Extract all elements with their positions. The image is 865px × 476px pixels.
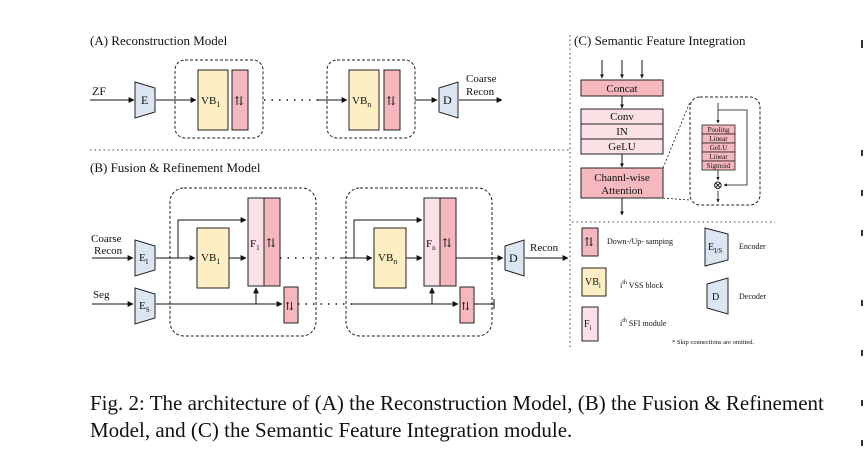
- sfi-detail-sigmoid-label: Sigmoid: [707, 162, 731, 170]
- sfi-zoom-line-bottom: [662, 197, 691, 201]
- stage-bn-dashed-box: [345, 187, 493, 337]
- legend-vb-label: VBi: [585, 277, 601, 290]
- fn-block-label: Fn: [426, 238, 436, 252]
- sfi-detail-skip: [717, 103, 748, 187]
- vb1-block-b-label: VB1: [201, 252, 220, 266]
- decoder-d-label-a: D: [443, 93, 452, 107]
- skip-ei-to-f1: [177, 217, 247, 258]
- recon-output-label: Recon: [530, 242, 559, 254]
- multiply-icon: ⊗: [713, 178, 723, 192]
- legend-sfi-label: ith SFI module: [620, 318, 667, 328]
- f1-block-label: F1: [250, 238, 260, 252]
- vbn-block-a: [348, 69, 380, 131]
- coarse-recon-input-label-2: Recon: [94, 245, 123, 257]
- vbn-block-a-label: VBn: [352, 95, 371, 109]
- updown-block-a1: [231, 69, 249, 131]
- sfi-detail-gelu-label: GeLU: [710, 144, 728, 152]
- decoder-d-label-b: D: [509, 251, 518, 265]
- legend-encoder-box-label: EI/S: [708, 242, 722, 255]
- updown-icon-bn: ⇅: [442, 236, 452, 250]
- updown-small-b1: [283, 286, 299, 324]
- decoder-d-shape-a: [438, 81, 459, 119]
- coarse-recon-output-label: Coarse: [466, 73, 497, 85]
- vbn-block-b: [373, 227, 407, 289]
- legend-updown-label: Down-/Up- samping: [607, 237, 673, 246]
- encoder-ei-label: EI: [139, 252, 149, 266]
- sfi-attention-label-1: Channl-wise: [594, 172, 650, 184]
- seg-label: Seg: [93, 289, 110, 301]
- sfi-zoom-line-top: [662, 101, 691, 169]
- sfi-gelu-label: GeLU: [608, 141, 636, 153]
- legend-note: * Skip connections are omitted.: [672, 339, 755, 346]
- legend-decoder-box-label: D: [712, 292, 719, 303]
- updown-icon-an: ⇅: [386, 94, 396, 108]
- vb1-block-a: [197, 69, 229, 131]
- updown-small-icon-bn: ⇅: [461, 301, 470, 313]
- sfi-concat-label: Concat: [606, 83, 637, 95]
- legend-decoder-label: Decoder: [739, 292, 766, 301]
- section-a-title: (A) Reconstruction Model: [90, 33, 228, 48]
- sfi-conv-label: Conv: [610, 111, 634, 123]
- legend-encoder-shape: [704, 227, 729, 267]
- coarse-recon-input-label: Coarse: [91, 233, 122, 245]
- updown-small-bn: [459, 286, 475, 324]
- vb1-block-b: [196, 227, 230, 289]
- legend-encoder-label: Encoder: [739, 242, 766, 251]
- updown-block-bn: [439, 197, 457, 287]
- encoder-e-shape: [134, 81, 156, 119]
- vbn-block-b-label: VBn: [378, 252, 397, 266]
- section-c-title: (C) Semantic Feature Integration: [574, 33, 746, 48]
- encoder-e-label: E: [141, 93, 148, 107]
- legend-vb-box: [581, 267, 607, 297]
- stage-a1-dashed-box: [174, 59, 264, 139]
- legend-vss-label: ith VSS block: [620, 280, 663, 290]
- figure-caption: Fig. 2: The architecture of (A) the Reco…: [90, 391, 824, 442]
- updown-block-an: [383, 69, 401, 131]
- sfi-detail-sigmoid: [701, 160, 736, 171]
- stage-b1-dashed-box: [169, 187, 317, 337]
- sfi-detail-linear-2-label: Linear: [709, 153, 728, 161]
- updown-icon-a1: ⇅: [234, 94, 244, 108]
- sfi-in-label: IN: [616, 126, 628, 138]
- legend-updown-icon: ⇅: [584, 235, 594, 249]
- decoder-d-shape-b: [504, 239, 525, 277]
- sfi-detail-linear-1-label: Linear: [709, 135, 728, 143]
- updown-icon-b1: ⇅: [266, 236, 276, 250]
- legend-updown-box: [581, 227, 599, 257]
- legend-f-box: [581, 306, 599, 342]
- legend-decoder-shape: [706, 277, 729, 315]
- encoder-es-label: ES: [139, 300, 150, 314]
- sfi-detail-pooling-label: Pooling: [708, 126, 730, 134]
- skip-to-fn: [353, 217, 423, 258]
- updown-small-icon-b1: ⇅: [285, 301, 294, 313]
- sfi-attention-detail-box: [689, 96, 761, 206]
- legend-f-label: Fi: [584, 319, 592, 332]
- coarse-recon-output-label-2: Recon: [466, 86, 495, 98]
- vb1-block-a-label: VB1: [201, 95, 220, 109]
- encoder-es-shape: [134, 287, 156, 325]
- section-b-title: (B) Fusion & Refinement Model: [90, 160, 261, 175]
- stage-an-dashed-box: [326, 59, 416, 139]
- page-edge-marks: [861, 40, 863, 446]
- encoder-ei-shape: [134, 239, 156, 277]
- zf-label: ZF: [92, 84, 106, 98]
- sfi-attention-label-2: Attention: [601, 185, 643, 197]
- updown-block-b1: [263, 197, 281, 287]
